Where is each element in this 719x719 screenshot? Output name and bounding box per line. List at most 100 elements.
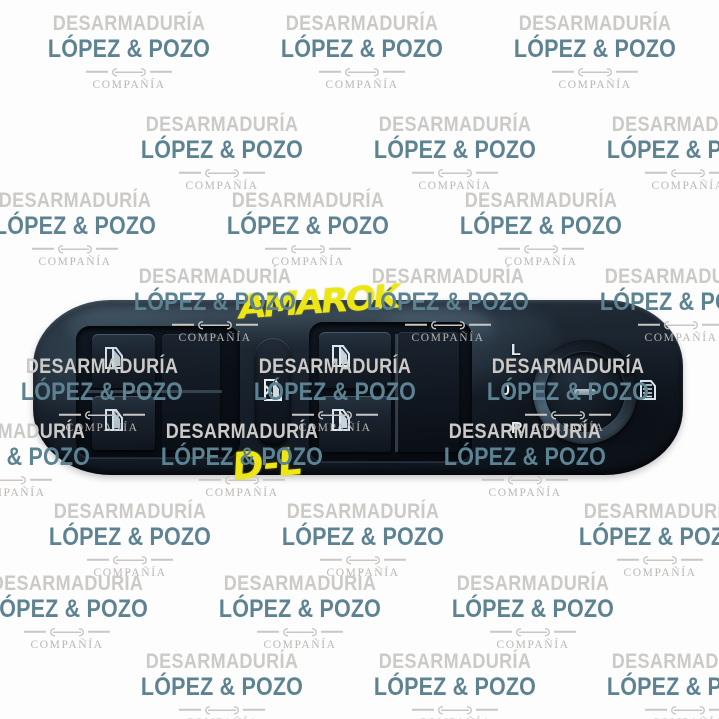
window-switch-front-left[interactable] [92,334,155,388]
watermark-ornament [205,627,395,636]
window-switch-rear-left[interactable] [92,396,155,450]
watermark-ornament [438,627,628,636]
watermark-line-bottom: COMPAÑÍA [623,566,697,579]
wrench-icon [205,168,239,177]
watermark-line-top: DESARMADURÍA [456,571,610,595]
window-lock-icon [262,378,284,407]
wrench-icon [225,475,259,484]
driver-door-window-switch-panel: L 0 R [33,300,683,475]
ornament-dash-right [321,631,343,633]
watermark-line-top: DESARMADURÍA [231,188,385,212]
left-switch-blank-plate [162,334,220,450]
watermark-ornament [593,168,719,177]
watermark-line-bottom: COMPAÑÍA [205,486,279,499]
watermark-line-top: DESARMADURÍA [518,11,672,35]
ornament-dash-right [546,479,568,481]
watermark-line-mid: LÓPEZ & POZO [606,672,719,701]
ornament-dash-right [709,172,719,174]
watermark-line-top: DESARMADURÍA [223,571,377,595]
mirror-dial-ring[interactable] [533,340,637,444]
mirror-position-label-left: L [511,342,521,359]
watermark-line-mid: LÓPEZ & POZO [513,34,677,63]
watermark-line-top: DESARMADURÍA [611,112,719,136]
mirror-position-label-off: 0 [501,382,510,399]
watermark-line-mid: LÓPEZ & POZO [0,211,157,240]
ornament-dash-right [709,709,719,711]
watermark-line-top: DESARMADURÍA [0,571,144,595]
ornament-dash-right [150,71,172,73]
wrench-icon [671,168,705,177]
window-switch-rear-right[interactable] [319,396,391,452]
car-window-icon [330,344,352,373]
watermark-line-top: DESARMADURÍA [138,264,292,288]
watermark-line-bottom: COMPAÑÍA [92,78,166,91]
left-rocker-seam [86,390,222,393]
wrench-icon [671,705,705,714]
ornament-dash-left [199,479,221,481]
watermark-ornament [500,67,690,76]
watermark-line-bottom: COMPAÑÍA [558,78,632,91]
watermark-line-top: DESARMADURÍA [285,11,439,35]
ornament-dash-right [263,479,285,481]
mirror-dial-indicator [574,389,596,395]
watermark-ornament [565,555,719,564]
mirror-position-label-right: R [511,420,523,437]
car-window-icon [330,408,352,437]
watermark-ornament [0,627,162,636]
mirror-adjust-dial[interactable]: L 0 R [491,322,659,462]
watermark-ornament [35,555,225,564]
watermark-ornament [213,244,403,253]
watermark-line-bottom: COMPAÑÍA [504,255,578,268]
ornament-dash-left [257,631,279,633]
watermark-line-bottom: COMPAÑÍA [271,255,345,268]
ornament-dash-right [96,248,118,250]
watermark-line-bottom: COMPAÑÍA [185,179,259,192]
watermark-line-bottom: COMPAÑÍA [496,638,570,651]
mirror-heating-icon [637,378,659,407]
left-window-switch-pair [76,326,240,458]
watermark-line-mid: LÓPEZ & POZO [280,34,444,63]
window-child-lock-button[interactable] [255,338,291,446]
watermark-ornament [267,67,457,76]
ornament-dash-right [616,71,638,73]
ornament-dash-right [554,631,576,633]
window-switch-front-right[interactable] [319,332,391,388]
watermark-line-top: DESARMADURÍA [0,188,152,212]
watermark-ornament [360,705,550,714]
wrench-icon [58,244,92,253]
ornament-dash-left [24,631,46,633]
wrench-icon [508,475,542,484]
watermark-line-mid: LÓPEZ & POZO [0,594,149,623]
wrench-icon [0,475,26,484]
watermark-ornament [147,475,337,484]
wrench-icon [516,627,550,636]
ornament-dash-right [681,559,703,561]
ornament-dash-right [329,248,351,250]
watermark-line-bottom: COMPAÑÍA [418,179,492,192]
ornament-dash-left [552,71,574,73]
watermark-line-bottom: COMPAÑÍA [0,486,46,499]
car-window-icon [103,346,125,375]
mirror-dial-knob[interactable] [545,352,625,432]
ornament-dash-right [30,479,52,481]
ornament-dash-left [490,631,512,633]
watermark-line-top: DESARMADURÍA [53,499,207,523]
watermark-line-top: DESARMADURÍA [286,499,440,523]
watermark-line-bottom: COMPAÑÍA [325,78,399,91]
switch-panel-housing: L 0 R [33,300,683,475]
ornament-dash-left [32,248,54,250]
watermark-line-top: DESARMADURÍA [378,112,532,136]
watermark-line-top: DESARMADURÍA [378,649,532,673]
watermark-line-top: DESARMADURÍA [611,649,719,673]
watermark-line-bottom: COMPAÑÍA [326,566,400,579]
watermark-ornament [593,705,719,714]
